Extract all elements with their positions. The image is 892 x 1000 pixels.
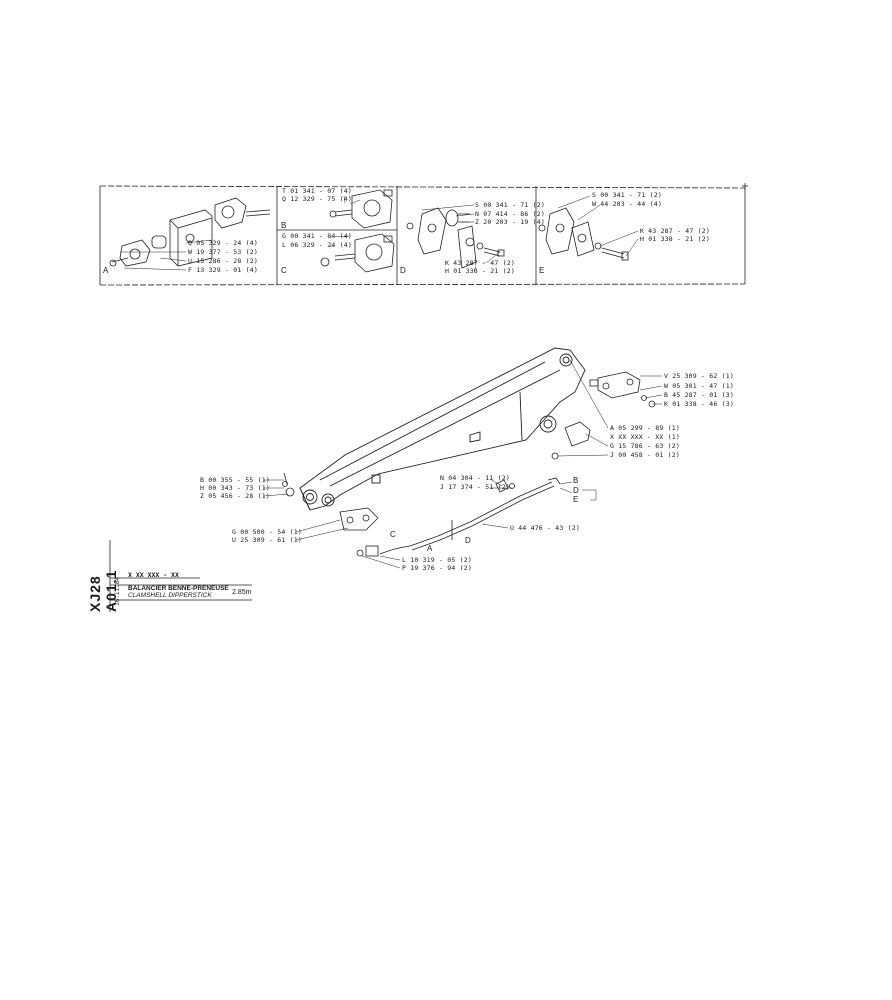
part-label: A 05 299 - 89 (1) [610, 424, 680, 432]
part-label: J 17 374 - 51 (2) [440, 483, 510, 491]
title-en: CLAMSHELL DIPPERSTICK [128, 592, 212, 599]
part-label: S 00 341 - 71 (2) [592, 191, 662, 199]
part-label: P 19 376 - 94 (2) [402, 564, 472, 572]
panel-leaders [120, 195, 639, 272]
part-label: S 00 341 - 71 (2) [475, 201, 545, 209]
connection-letter-d2: D [465, 536, 471, 545]
part-label: Z 05 456 - 28 (1) [200, 492, 270, 500]
part-label: N 04 304 - 11 (2) [440, 474, 510, 482]
title-block-lines [109, 540, 252, 612]
dipperstick-arm [299, 347, 586, 511]
connection-letter-d: D [573, 486, 579, 495]
part-label: N 07 414 - 86 (2) [475, 210, 545, 218]
part-label: X XX XXX - XX (1) [610, 433, 680, 441]
part-label: W 05 301 - 47 (1) [664, 382, 734, 390]
panel-letter-b: B [281, 221, 287, 230]
detail-frame [99, 183, 748, 286]
part-label: G 00 500 - 54 (1) [232, 528, 302, 536]
title-fr: BALANCIER BENNE-PRENEUSE [128, 585, 229, 592]
pin-assembly-left [282, 472, 295, 497]
part-label: U 15 286 - 28 (2) [188, 257, 258, 265]
drawing-code: XJ28 A01.1 [87, 569, 119, 612]
panel-c-drawing [320, 233, 395, 273]
part-label: Q 05 329 - 24 (4) [188, 239, 258, 247]
title-size: 2.85m [232, 589, 252, 596]
part-label: G 15 786 - 63 (2) [610, 442, 680, 450]
part-label: Z 20 203 - 19 (4) [475, 218, 545, 226]
part-label: G 00 341 - 84 (4) [282, 232, 352, 240]
part-label: B 00 355 - 55 (1) [200, 476, 270, 484]
connection-letter-b: B [573, 476, 579, 485]
drawing-date: 16.11.84 [114, 577, 121, 606]
part-label: H 01 338 - 21 (2) [640, 235, 710, 243]
main-leaders [263, 359, 663, 569]
connection-letter-c: C [390, 530, 396, 539]
part-label: J 00 458 - 01 (2) [610, 451, 680, 459]
part-label: H 01 338 - 21 (2) [445, 267, 515, 275]
part-label: W 19 377 - 53 (2) [188, 248, 258, 256]
pin-assembly-bottom [339, 507, 379, 531]
part-label: B 45 287 - 01 (3) [664, 391, 734, 399]
part-label: U 44 476 - 43 (2) [510, 524, 580, 532]
panel-letter-d: D [400, 266, 406, 275]
panel-letter-e: E [539, 266, 545, 275]
panel-b-drawing [329, 189, 393, 229]
part-label: K 01 338 - 46 (3) [664, 400, 734, 408]
part-label: U 25 309 - 61 (1) [232, 536, 302, 544]
part-label: H 00 343 - 73 (1) [200, 484, 270, 492]
part-label: V 25 309 - 62 (1) [664, 372, 734, 380]
connection-letter-a: A [427, 544, 433, 553]
part-label: W 44 203 - 44 (4) [592, 200, 662, 208]
title-ref: X XX XXX - XX [128, 571, 179, 579]
part-label: F 13 329 - 01 (4) [188, 266, 258, 274]
panel-letter-a: A [103, 266, 109, 275]
part-label: K 43 287 - 47 (2) [640, 227, 710, 235]
pin-assembly-right [551, 371, 656, 460]
connection-letter-e: E [573, 495, 579, 504]
part-label: L 06 329 - 24 (4) [282, 241, 352, 249]
panel-a-drawing [109, 197, 271, 267]
panel-e-drawing [538, 207, 629, 261]
part-label: T 01 341 - 07 (4) [282, 187, 352, 195]
part-label: K 43 287 - 47 (2) [445, 259, 515, 267]
part-label: L 10 319 - 05 (2) [402, 556, 472, 564]
panel-d-drawing [406, 207, 505, 269]
part-label: Q 12 329 - 75 (4) [282, 195, 352, 203]
panel-letter-c: C [281, 266, 287, 275]
